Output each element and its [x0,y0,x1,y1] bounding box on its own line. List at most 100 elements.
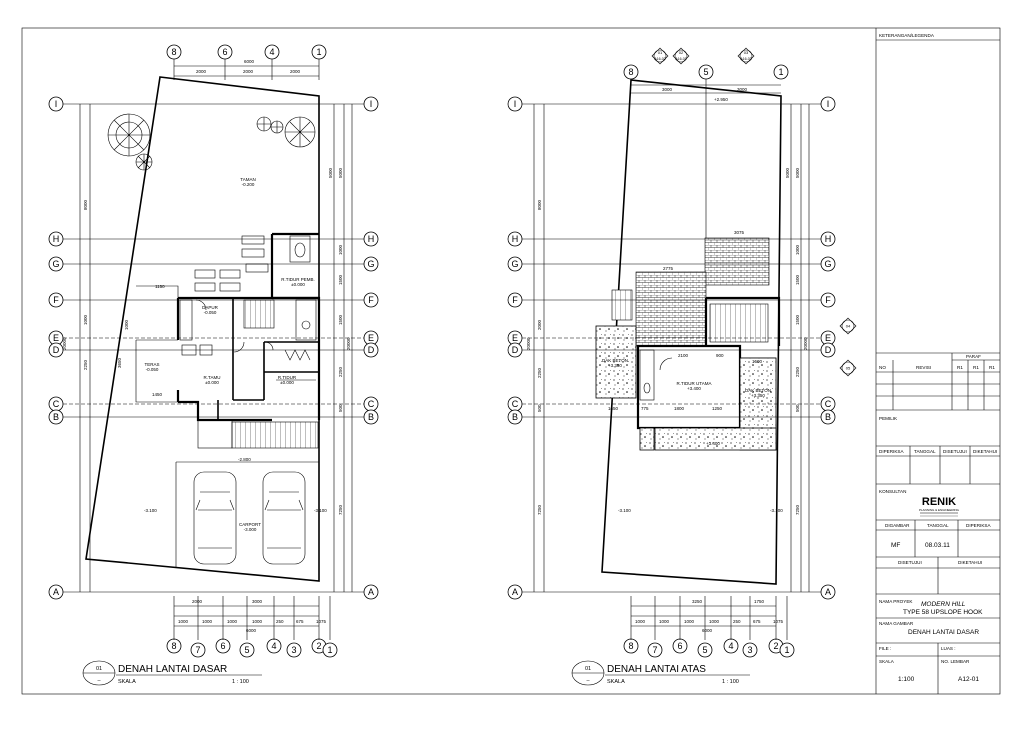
grid-col-bubble-bottom: 3 [286,642,302,658]
car-icon [262,471,306,565]
dim-r-left-5: 7250 [537,504,542,515]
drawn-label: DIGAMBAR [885,523,910,528]
dim-bottom: 675 [753,619,761,624]
dim-r-right-3: 1500 [795,274,800,285]
grid-row-bubble-label: D [53,345,60,355]
dim-left-2: 1000 [83,314,88,325]
grid-row-bubble-label: C [368,399,375,409]
dim-r-left-2: 2000 [537,319,542,330]
grid-row-bubble: B [507,409,523,425]
stepping-stones [194,235,269,292]
dim-r-mid-6: 775 [641,406,649,411]
grid-row-bubble: F [820,292,836,308]
grid-row-bubble-label: G [367,259,374,269]
level-r-bot: +3.400 [706,441,720,446]
grid-col-bubble-bottom-label: 4 [271,641,276,651]
dim-bottom: 1000 [202,619,213,624]
dim-top-1: 2000 [196,69,207,74]
dim-top-3: 2000 [290,69,301,74]
grid-col-bubble-bottom: 7 [190,642,206,658]
drawn-diketahui: DIKETAHUI [958,560,982,565]
grid-row-bubble: A [820,584,836,600]
grid-col-bubble-bottom: 8 [623,638,639,654]
grid-row-bubble: C [507,396,523,412]
grid-row-bubble-label: G [511,259,518,269]
grid-row-bubble: I [507,96,523,112]
grid-row-bubble: A [48,584,64,600]
grid-row-bubble: I [48,96,64,112]
file-label: FILE : [879,646,891,651]
title-number: 01 [96,666,102,672]
dim-left-total: 20000 [62,337,67,350]
grid-row-bubble: H [820,231,836,247]
dim-r-mid-5: 1650 [608,406,619,411]
dim-r-right-4: 1500 [795,314,800,325]
dim-r-right-1: 5000 [795,167,800,178]
dim-r-right-7: 500 [795,404,800,412]
grid-col-bubble-bottom-label: 7 [195,645,200,655]
dim-right-8: 7250 [338,504,343,515]
grid-row-bubble-label: H [368,234,375,244]
grid-col-bubble: 8 [166,44,182,60]
grid-col-bubble-bottom-label: 5 [702,645,707,655]
plan-right: 3000 3000 +2.950 3075 2775 DAK BETON +3.… [526,47,857,686]
grid-col-bubble-label: 8 [628,67,633,77]
dim-top-total: 6000 [244,59,255,64]
grid-col-bubble-bottom: 3 [742,642,758,658]
dim-r-mid-7: 1500 [752,359,763,364]
grid-col-bubble-bottom: 8 [166,638,182,654]
section-marker: 01 A16-02 [651,47,669,65]
grid-row-bubble-label: F [53,295,59,305]
room-teras: TERAS [144,362,159,367]
tree-icon [284,116,316,148]
grid-row-bubble: G [48,256,64,272]
drawing-label: NAMA GAMBAR [879,621,914,626]
title-skala: SKALA [118,679,136,685]
grid-row-bubble-label: E [512,333,518,343]
rev-paraf: PARAF [966,354,981,359]
approval-disetujui: DISETUJUI [943,449,967,454]
consultant-label: KONSULTAN [879,489,906,494]
grid-row-bubble: H [507,231,523,247]
level-b: -3.100 [144,508,157,513]
grid-row-bubble-label: A [512,587,518,597]
dim-r-3075: 3075 [734,230,745,235]
dim-right-3: 1500 [338,274,343,285]
rev-revisi: REVISI [916,365,931,370]
dim-bottom: 1000 [178,619,189,624]
dim-r-top-1: 3000 [662,87,673,92]
level-r-a: -3.100 [618,508,631,513]
grid-col-bubble: 6 [217,44,233,60]
building-left [135,232,321,449]
grid-col-bubble-bottom: 1 [322,642,338,658]
dim-right-total: 20000 [346,337,351,350]
section-marker: 03 A16-03 [737,47,755,65]
drawn-date: 08.03.11 [925,542,950,549]
room-tamu: R.TAMU [204,375,221,380]
dim-r-mid-2: 900 [716,353,724,358]
dim-bottom: 1000 [252,619,263,624]
dim-r-left-3: 2250 [537,367,542,378]
level-r-b: -3.100 [770,508,783,513]
site-boundary-right [601,79,782,585]
room-dak-beton-2: DAK BETON [745,388,771,393]
approval-diketahui: DIKETAHUI [973,449,997,454]
grid-col-bubble-bottom: 6 [215,638,231,654]
grid-col-bubble-bottom-label: 2 [773,641,778,651]
dim-right-5: 2250 [338,366,343,377]
grid-row-bubble: A [363,584,379,600]
dim-bottom-total: 6000 [246,628,257,633]
scale-value: 1:100 [898,676,915,683]
level-carport: -3.000 [244,527,257,532]
rev-r1-c: R1 [989,365,995,370]
grid-col-bubble-bottom-label: 7 [652,645,657,655]
drawn-disetujui: DISETUJUI [898,560,922,565]
roof-tile-left [635,271,707,347]
dim-right-7: 500 [338,404,343,412]
grid-row-bubble-label: D [825,345,832,355]
level-a: -2.800 [238,457,251,462]
grid-col-bubble-label: 5 [703,67,708,77]
grid-col-bubble: 1 [773,64,789,80]
dim-bottom-mid-2: 3000 [252,599,263,604]
grid-row-bubble: G [820,256,836,272]
